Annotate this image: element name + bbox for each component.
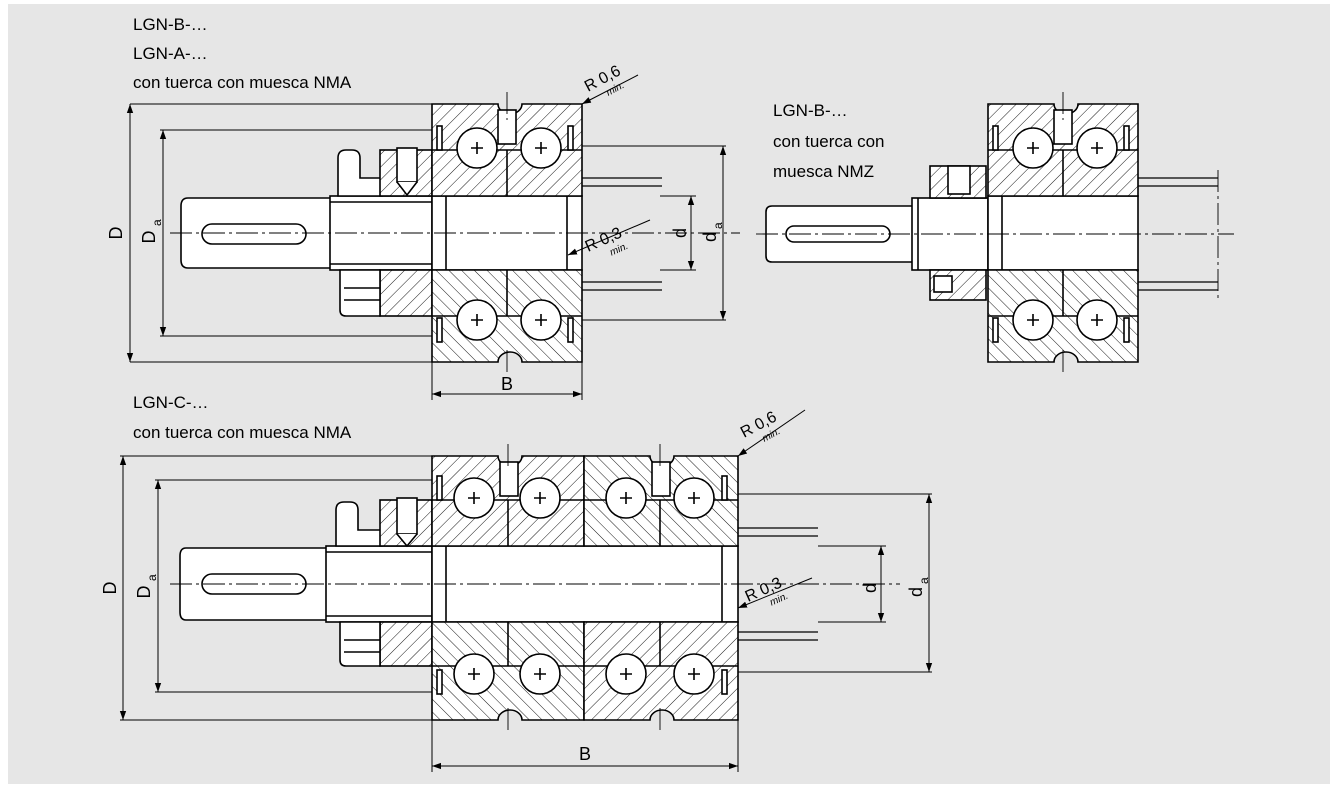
dim-Da-sub: a [145, 574, 159, 581]
dim-Da-sub: a [150, 219, 164, 226]
dim-B: B [579, 744, 591, 764]
shaft-extension [738, 527, 818, 641]
dimension-lines [119, 409, 933, 772]
shaft-extension [1138, 177, 1218, 291]
caption-lgn-a: LGN-A-… [133, 44, 208, 63]
caption-nut-nma: con tuerca con muesca NMA [133, 73, 352, 92]
caption-lgn-b-nmz: LGN-B-… [773, 101, 848, 120]
caption-nut-nma-bottom: con tuerca con muesca NMA [133, 423, 352, 442]
dim-Da-main: D [139, 231, 159, 244]
dim-B: B [501, 374, 513, 394]
bearing-unit-2 [583, 455, 739, 721]
center-lines [170, 92, 740, 375]
dim-Da-main: D [134, 586, 154, 599]
dim-d: d [670, 228, 690, 238]
lock-nut-nmz [929, 165, 987, 301]
dim-da: d a [700, 222, 725, 242]
caption-lgn-c: LGN-C-… [133, 393, 209, 412]
view-bottom: LGN-C-… con tuerca con muesca NMA [100, 393, 933, 772]
dim-D: D [100, 582, 120, 595]
center-lines [170, 444, 900, 732]
dimension-lines [126, 74, 727, 400]
dim-da: d a [906, 577, 931, 597]
shaft-extension [582, 177, 662, 291]
caption-nut-line1: con tuerca con [773, 132, 885, 151]
dim-Da: D a [139, 219, 164, 244]
bearing-unit [987, 103, 1139, 363]
dim-da-main: d [906, 587, 926, 597]
caption-nut-nmz: muesca NMZ [773, 162, 874, 181]
dim-D: D [106, 227, 126, 240]
keyway [201, 223, 307, 245]
center-lines [756, 92, 1234, 375]
dim-da-sub: a [711, 222, 725, 229]
dim-d: d [860, 583, 880, 593]
lock-nut-nma [335, 497, 433, 667]
view-top-left: LGN-B-… LGN-A-… con tuerca con muesca NM… [106, 15, 740, 400]
bearing-unit [431, 103, 583, 363]
dim-Da: D a [134, 574, 159, 599]
dim-da-main: d [700, 232, 720, 242]
lock-nut-nma [337, 147, 433, 317]
shaft [765, 195, 1139, 271]
view-top-right: LGN-B-… con tuerca con muesca NMZ [756, 92, 1234, 375]
bearing-unit-1 [431, 455, 585, 721]
caption-lgn-b: LGN-B-… [133, 15, 208, 34]
dim-da-sub: a [917, 577, 931, 584]
